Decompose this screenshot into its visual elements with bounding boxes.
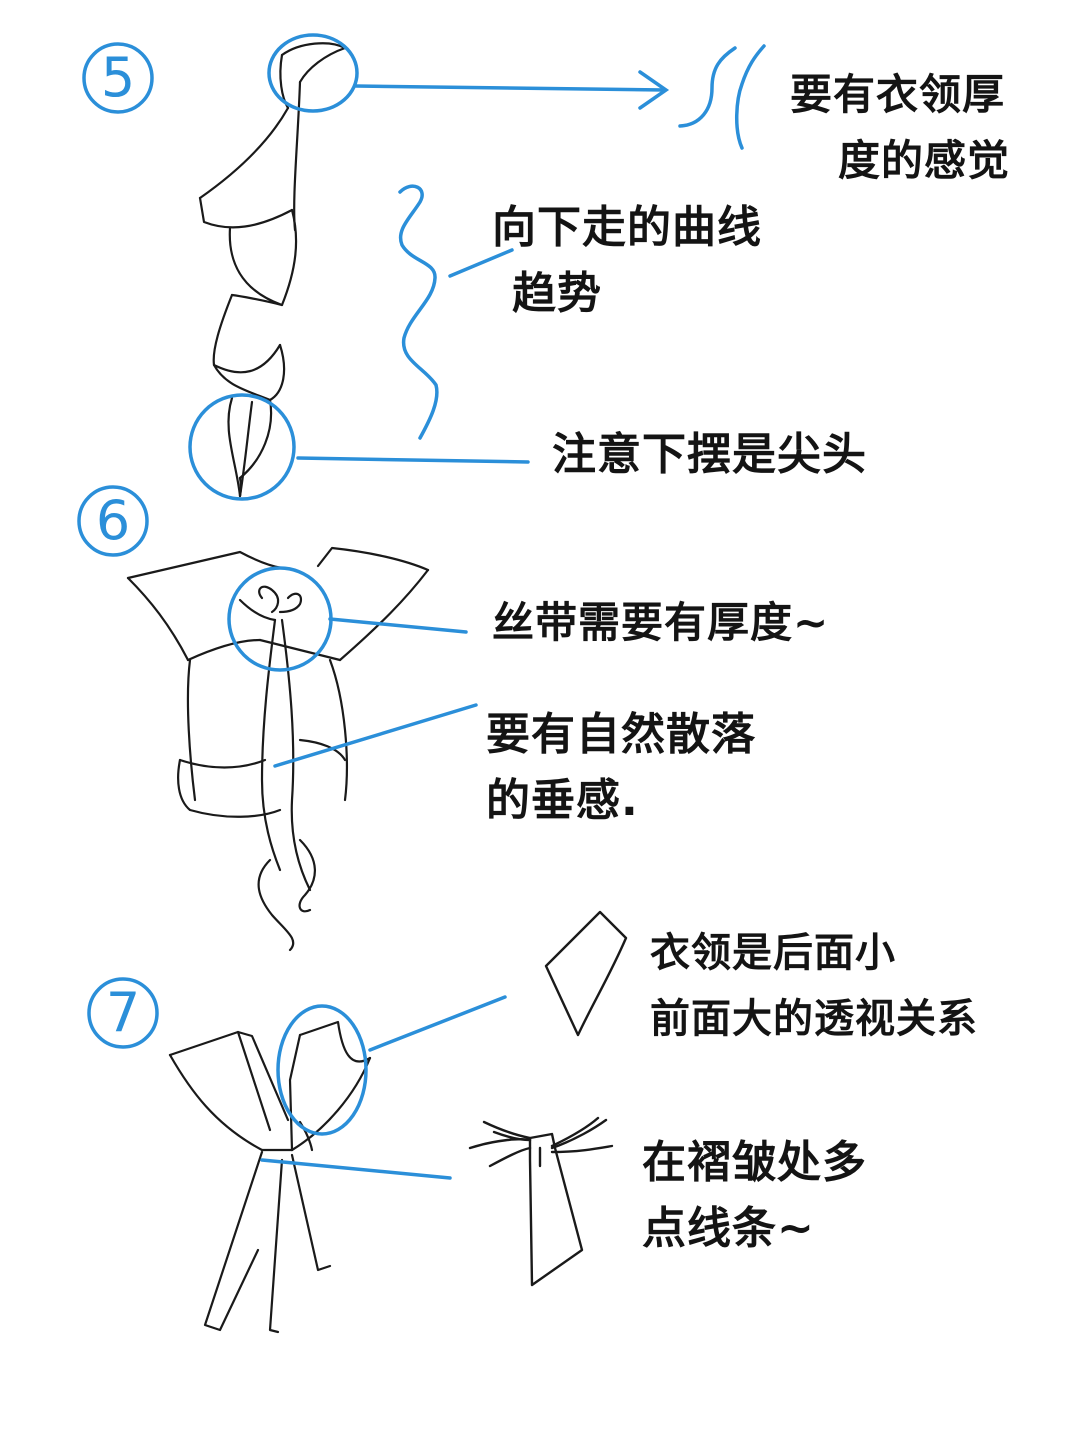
note-collar-perspective: 衣领是后面小 前面大的透视关系 <box>650 920 978 1052</box>
note-pointed-hem: 注意下摆是尖头 <box>552 422 867 488</box>
note-line: 要有自然散落 <box>486 709 756 760</box>
step-6-annotations <box>77 485 478 768</box>
note-fold-lines: 在褶皱处多 点线条~ <box>642 1130 867 1262</box>
note-ribbon-thickness: 丝带需要有厚度~ <box>492 590 829 656</box>
step-6-collar-sketch <box>126 546 430 952</box>
note-line: 丝带需要有厚度~ <box>492 598 830 647</box>
step-number-5: 5 <box>100 46 136 109</box>
note-line: 度的感觉 <box>838 136 1011 185</box>
note-natural-drape: 要有自然散落 的垂感. <box>486 702 756 834</box>
note-line: 在褶皱处多 <box>642 1137 867 1188</box>
step-7-bow-sketch <box>168 1020 372 1334</box>
step-7-collar-diagram <box>544 910 628 1037</box>
note-line: 前面大的透视关系 <box>650 996 978 1042</box>
note-collar-thickness: 要有衣领厚 度的感觉 <box>790 62 1010 194</box>
note-downward-curve: 向下走的曲线 趋势 <box>492 195 762 327</box>
step-number-6: 6 <box>95 489 131 552</box>
step-7-annotations <box>87 977 507 1180</box>
note-line: 向下走的曲线 <box>492 202 762 253</box>
step-5-ribbon-sketch <box>198 42 347 498</box>
note-line: 注意下摆是尖头 <box>552 429 867 480</box>
note-line: 趋势 <box>512 268 602 319</box>
note-line: 要有衣领厚 <box>790 70 1006 119</box>
step-number-7: 7 <box>105 981 141 1044</box>
note-line: 衣领是后面小 <box>650 930 896 976</box>
note-line: 点线条~ <box>642 1203 815 1254</box>
note-line: 的垂感. <box>486 775 639 826</box>
step-5-annotations <box>82 33 766 501</box>
step-7-fold-diagram <box>468 1116 614 1287</box>
